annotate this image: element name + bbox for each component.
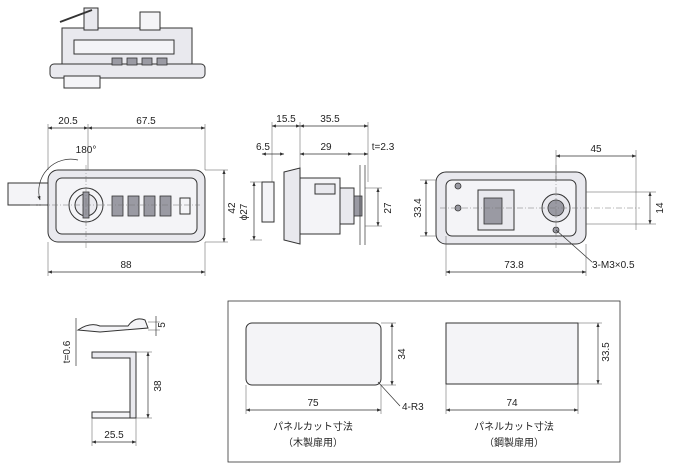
wood-label: パネルカット寸法 (273, 420, 353, 433)
dim-bracket-5: 5 (157, 322, 168, 328)
lock-shaft-top (83, 7, 99, 31)
lever-arm (59, 9, 93, 23)
lock-tab-top (139, 11, 161, 31)
dial-1-top (111, 57, 123, 66)
side-view: 15.5 35.5 6.5 29 t=2.3 ϕ27 27 (239, 114, 395, 245)
dim-steel-height: 33.5 (601, 342, 612, 362)
dim-back-14: 14 (655, 202, 666, 214)
dim-back-h: 33.4 (413, 198, 424, 218)
bezel-side (283, 167, 301, 245)
dial-4-top (156, 57, 168, 66)
dial-3-top (141, 57, 153, 66)
dim-side-a: 15.5 (276, 114, 296, 125)
front-view: 20.5 67.5 180° 42 88 (7, 116, 238, 276)
dim-side-b: 35.5 (320, 114, 340, 125)
dim-wood-width: 75 (307, 398, 319, 409)
knob-side (261, 181, 275, 223)
dim-wood-radius: 4-R3 (402, 402, 424, 413)
dim-side-dia: ϕ27 (239, 203, 250, 220)
dim-front-width: 67.5 (136, 116, 156, 127)
bracket-view: 5 t=0.6 38 25.5 (62, 316, 168, 446)
steel-sublabel: （鋼製扉用） (484, 436, 544, 449)
rotation-arc (37, 158, 79, 201)
steel-label: パネルカット寸法 (474, 420, 554, 433)
clip-side (314, 183, 336, 195)
dial-window (179, 197, 191, 215)
dim-front-left: 20.5 (58, 116, 78, 127)
screw-side (353, 195, 363, 217)
dim-back-total: 73.8 (504, 260, 524, 271)
dial-4 (159, 195, 172, 217)
latch-bar (7, 182, 55, 206)
lock-base-top (63, 75, 101, 89)
bracket-body (91, 351, 137, 419)
dim-rotation: 180° (76, 145, 97, 156)
dial-2-top (126, 57, 138, 66)
dim-side-h: 27 (383, 202, 394, 214)
cutout-wood-shape (245, 322, 382, 386)
dim-back-screws: 3-M3×0.5 (592, 260, 635, 271)
dial-3 (143, 195, 156, 217)
dim-side-t: t=2.3 (372, 142, 395, 153)
dim-side-c: 6.5 (256, 142, 270, 153)
dim-front-total: 88 (120, 260, 132, 271)
dim-bracket-w: 25.5 (104, 430, 124, 441)
dim-wood-height: 34 (397, 348, 408, 360)
bracket-top-plate (76, 318, 149, 333)
back-cam-dark (483, 197, 503, 225)
dim-back-w: 45 (590, 144, 602, 155)
cutout-steel-shape (445, 322, 579, 385)
dial-2 (127, 195, 140, 217)
dim-bracket-38: 38 (153, 380, 164, 392)
wood-sublabel: （木製扉用） (283, 436, 343, 449)
top-perspective-view (49, 7, 206, 89)
dim-side-d: 29 (320, 142, 332, 153)
screw-hole-1 (454, 182, 462, 190)
panel-cutout-box: 34 75 4-R3 パネルカット寸法 （木製扉用） 33.5 74 パネルカッ… (227, 300, 621, 463)
cutout-frame (227, 300, 621, 463)
dim-steel-width: 74 (506, 398, 518, 409)
rear-side (339, 187, 355, 225)
bracket-foot (91, 411, 131, 419)
lock-body-inner (73, 39, 175, 55)
dial-1 (111, 195, 124, 217)
back-view: 45 14 33.4 73.8 3-M3×0.5 (413, 144, 666, 276)
dim-bracket-t: t=0.6 (62, 340, 73, 363)
dim-front-height: 42 (227, 202, 238, 214)
